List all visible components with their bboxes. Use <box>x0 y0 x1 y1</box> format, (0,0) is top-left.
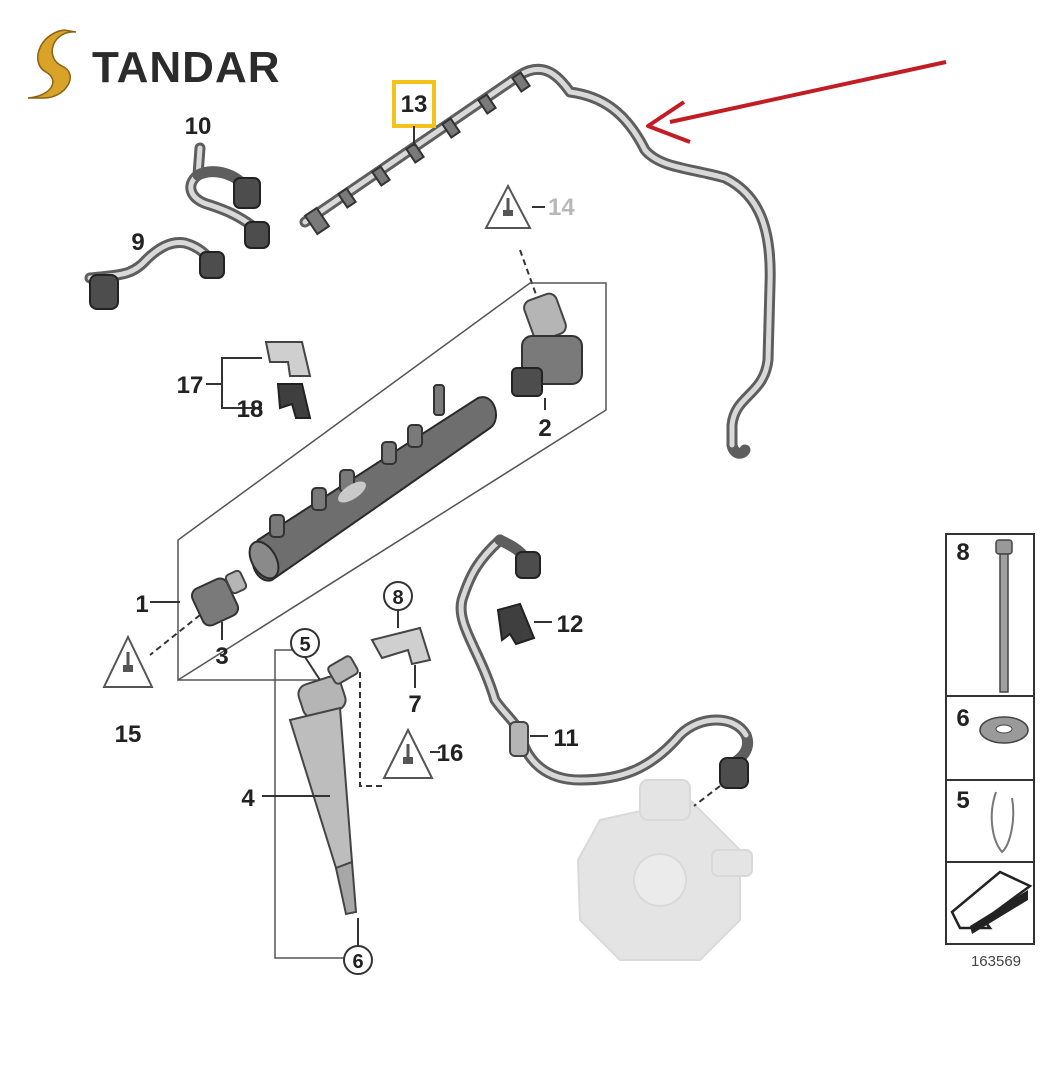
clip-icon <box>990 791 1015 854</box>
warning-14: 14 <box>484 183 575 301</box>
callout-5-injector-clip: 5 <box>290 628 321 681</box>
label-13: 13 <box>401 91 428 118</box>
label-9: 9 <box>131 229 144 256</box>
injector-bracket <box>274 649 348 959</box>
label-3: 3 <box>215 643 228 670</box>
label-1: 1 <box>135 591 148 618</box>
label-6-circle: 6 <box>352 951 363 973</box>
sidebar-item-arrow <box>950 870 1033 934</box>
label-18: 18 <box>237 396 264 423</box>
diagram-number: 163569 <box>971 953 1021 970</box>
label-5: 5 <box>299 634 310 656</box>
label-8-circle: 8 <box>392 587 403 609</box>
high-pressure-pump-ghost <box>576 779 753 961</box>
part-9-injection-line: 9 <box>84 229 225 310</box>
parts-17-18-brackets: 17 18 <box>177 341 312 423</box>
part-10-injection-line: 10 <box>185 113 270 249</box>
sidebar-label-5: 5 <box>956 787 969 814</box>
label-4: 4 <box>241 785 255 812</box>
part-12-mount: 12 <box>496 602 584 646</box>
part-2-pressure-valve: 2 <box>511 292 583 442</box>
bolt-icon <box>995 539 1013 555</box>
sidebar-parts-list: 8 6 5 <box>945 533 1035 945</box>
rail-assembly-frame <box>177 282 607 682</box>
warning-16: 16 <box>359 672 464 787</box>
part-7-clamp: 7 8 <box>370 581 432 718</box>
part-1-rail: 1 <box>135 384 497 618</box>
part-13-leak-off-line <box>299 63 776 459</box>
label-2: 2 <box>538 415 551 442</box>
logo-s-mark <box>27 29 77 99</box>
label-15: 15 <box>115 721 142 748</box>
part-3-sensor: 3 <box>149 569 248 670</box>
highlight-box <box>392 80 436 128</box>
label-16: 16 <box>437 740 464 767</box>
label-12: 12 <box>557 611 584 638</box>
sidebar-item-washer: 6 <box>956 705 1029 744</box>
label-10: 10 <box>185 113 212 140</box>
label-14: 14 <box>548 194 575 221</box>
callout-13-highlight: 13 <box>392 80 436 146</box>
part-11-high-pressure-line: 11 <box>455 534 753 807</box>
label-17: 17 <box>177 372 204 399</box>
red-pointer-arrow <box>646 60 947 144</box>
brand-logo: TANDAR <box>27 29 281 99</box>
label-11: 11 <box>553 725 578 752</box>
sidebar-item-bolt: 8 <box>956 539 1013 693</box>
sidebar-item-clip: 5 <box>956 787 1015 854</box>
sidebar-label-6: 6 <box>956 705 969 732</box>
label-7: 7 <box>408 691 421 718</box>
sidebar-label-8: 8 <box>956 539 969 566</box>
brand-name: TANDAR <box>92 43 281 92</box>
callout-6-injector-washer: 6 <box>343 918 373 975</box>
part-4-injector: 4 <box>241 655 359 916</box>
warning-15: 15 <box>102 634 154 748</box>
